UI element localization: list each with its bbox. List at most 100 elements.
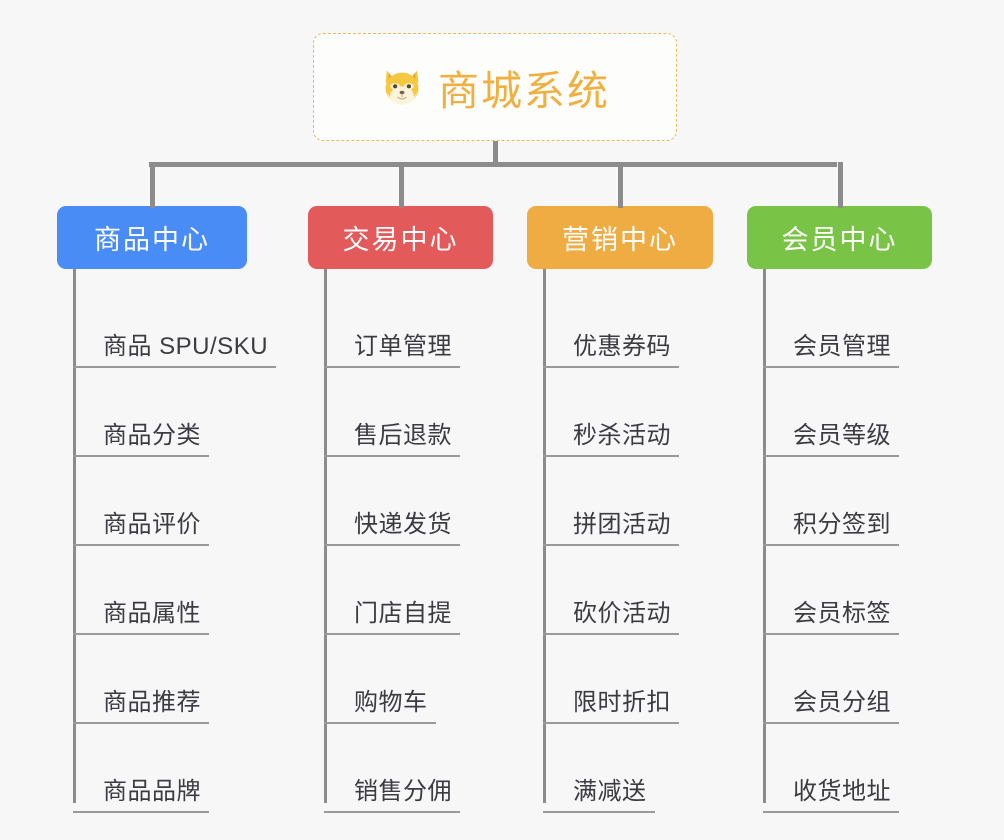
leaf-item[interactable]: 购物车 bbox=[308, 635, 493, 724]
leaf-underline: 商品属性 bbox=[73, 593, 209, 635]
leaf-item[interactable]: 快递发货 bbox=[308, 457, 493, 546]
leaf-list-2: 订单管理售后退款快递发货门店自提购物车销售分佣 bbox=[308, 269, 493, 813]
leaf-underline: 积分签到 bbox=[763, 504, 899, 546]
leaf-item[interactable]: 售后退款 bbox=[308, 368, 493, 457]
connector-drop-1 bbox=[150, 162, 155, 208]
leaf-item[interactable]: 商品属性 bbox=[57, 546, 247, 635]
root-node[interactable]: 商城系统 bbox=[313, 33, 677, 141]
leaf-item[interactable]: 商品评价 bbox=[57, 457, 247, 546]
connector-horizontal-bus bbox=[149, 162, 837, 167]
leaf-item[interactable]: 商品推荐 bbox=[57, 635, 247, 724]
leaf-item[interactable]: 砍价活动 bbox=[527, 546, 713, 635]
leaf-underline: 售后退款 bbox=[324, 415, 460, 457]
connector-root-stem bbox=[493, 141, 498, 165]
leaf-item-label: 积分签到 bbox=[793, 511, 891, 538]
leaf-underline: 秒杀活动 bbox=[543, 415, 679, 457]
leaf-item[interactable]: 满减送 bbox=[527, 724, 713, 813]
leaf-list-4: 会员管理会员等级积分签到会员标签会员分组收货地址 bbox=[747, 269, 932, 813]
leaf-underline: 门店自提 bbox=[324, 593, 460, 635]
connector-drop-4 bbox=[838, 162, 843, 208]
branch-header-3[interactable]: 营销中心 bbox=[527, 206, 713, 269]
leaf-item-label: 砍价活动 bbox=[573, 600, 671, 627]
leaf-underline: 商品推荐 bbox=[73, 682, 209, 724]
leaf-item[interactable]: 商品分类 bbox=[57, 368, 247, 457]
leaf-item-label: 购物车 bbox=[354, 689, 428, 716]
leaf-item-label: 收货地址 bbox=[793, 778, 891, 805]
leaf-item-label: 商品推荐 bbox=[103, 689, 201, 716]
leaf-underline: 砍价活动 bbox=[543, 593, 679, 635]
leaf-underline: 商品评价 bbox=[73, 504, 209, 546]
leaf-item-label: 商品评价 bbox=[103, 511, 201, 538]
leaf-underline: 限时折扣 bbox=[543, 682, 679, 724]
leaf-underline: 满减送 bbox=[543, 771, 655, 813]
shiba-dog-face-icon bbox=[380, 65, 424, 109]
leaf-item[interactable]: 积分签到 bbox=[747, 457, 932, 546]
leaf-item-label: 秒杀活动 bbox=[573, 422, 671, 449]
leaf-item[interactable]: 商品 SPU/SKU bbox=[57, 279, 277, 368]
leaf-item-label: 商品属性 bbox=[103, 600, 201, 627]
leaf-item-label: 优惠券码 bbox=[573, 333, 671, 360]
leaf-underline: 商品品牌 bbox=[73, 771, 209, 813]
branch-header-2[interactable]: 交易中心 bbox=[308, 206, 493, 269]
leaf-underline: 会员管理 bbox=[763, 326, 899, 368]
leaf-item[interactable]: 秒杀活动 bbox=[527, 368, 713, 457]
leaf-item[interactable]: 会员分组 bbox=[747, 635, 932, 724]
leaf-underline: 收货地址 bbox=[763, 771, 899, 813]
connector-drop-2 bbox=[399, 162, 404, 208]
branch-4: 会员中心会员管理会员等级积分签到会员标签会员分组收货地址 bbox=[747, 206, 932, 813]
leaf-list-3: 优惠券码秒杀活动拼团活动砍价活动限时折扣满减送 bbox=[527, 269, 713, 813]
leaf-item[interactable]: 销售分佣 bbox=[308, 724, 493, 813]
leaf-item-label: 会员分组 bbox=[793, 689, 891, 716]
leaf-underline: 快递发货 bbox=[324, 504, 460, 546]
leaf-underline: 商品分类 bbox=[73, 415, 209, 457]
leaf-item[interactable]: 拼团活动 bbox=[527, 457, 713, 546]
leaf-item-label: 销售分佣 bbox=[354, 778, 452, 805]
leaf-item[interactable]: 会员标签 bbox=[747, 546, 932, 635]
leaf-spine-1 bbox=[73, 269, 76, 803]
branch-2: 交易中心订单管理售后退款快递发货门店自提购物车销售分佣 bbox=[308, 206, 493, 813]
leaf-item-label: 门店自提 bbox=[354, 600, 452, 627]
leaf-item-label: 售后退款 bbox=[354, 422, 452, 449]
leaf-item[interactable]: 会员管理 bbox=[747, 279, 932, 368]
connector-drop-3 bbox=[618, 162, 623, 208]
leaf-item-label: 会员管理 bbox=[793, 333, 891, 360]
leaf-spine-4 bbox=[763, 269, 766, 803]
root-title: 商城系统 bbox=[438, 68, 610, 114]
leaf-underline: 会员标签 bbox=[763, 593, 899, 635]
branch-header-1[interactable]: 商品中心 bbox=[57, 206, 247, 269]
leaf-underline: 拼团活动 bbox=[543, 504, 679, 546]
leaf-item[interactable]: 会员等级 bbox=[747, 368, 932, 457]
branch-3: 营销中心优惠券码秒杀活动拼团活动砍价活动限时折扣满减送 bbox=[527, 206, 713, 813]
leaf-underline: 订单管理 bbox=[324, 326, 460, 368]
leaf-item[interactable]: 商品品牌 bbox=[57, 724, 247, 813]
leaf-item[interactable]: 门店自提 bbox=[308, 546, 493, 635]
leaf-list-1: 商品 SPU/SKU 商品分类商品评价商品属性商品推荐商品品牌 bbox=[57, 269, 277, 813]
leaf-item-label: 拼团活动 bbox=[573, 511, 671, 538]
branch-header-label: 营销中心 bbox=[562, 225, 678, 255]
branch-header-4[interactable]: 会员中心 bbox=[747, 206, 932, 269]
leaf-item[interactable]: 收货地址 bbox=[747, 724, 932, 813]
leaf-item-label: 订单管理 bbox=[354, 333, 452, 360]
leaf-underline: 商品 SPU/SKU bbox=[73, 326, 277, 368]
leaf-item[interactable]: 限时折扣 bbox=[527, 635, 713, 724]
branch-header-label: 会员中心 bbox=[781, 225, 898, 255]
leaf-underline: 会员等级 bbox=[763, 415, 899, 457]
leaf-item[interactable]: 优惠券码 bbox=[527, 279, 713, 368]
leaf-item-label: 限时折扣 bbox=[573, 689, 671, 716]
leaf-spine-2 bbox=[324, 269, 327, 803]
branch-header-label: 交易中心 bbox=[342, 225, 459, 255]
leaf-item-label: 会员标签 bbox=[793, 600, 891, 627]
leaf-item-label: 商品分类 bbox=[103, 422, 201, 449]
leaf-item-label: 商品 SPU/SKU bbox=[103, 333, 269, 360]
leaf-item[interactable]: 订单管理 bbox=[308, 279, 493, 368]
branch-header-label: 商品中心 bbox=[94, 225, 210, 255]
leaf-spine-3 bbox=[543, 269, 546, 803]
leaf-underline: 购物车 bbox=[324, 682, 436, 724]
leaf-item-label: 快递发货 bbox=[354, 511, 452, 538]
leaf-underline: 会员分组 bbox=[763, 682, 899, 724]
leaf-underline: 优惠券码 bbox=[543, 326, 679, 368]
leaf-underline: 销售分佣 bbox=[324, 771, 460, 813]
leaf-item-label: 满减送 bbox=[573, 778, 647, 805]
leaf-item-label: 会员等级 bbox=[793, 422, 891, 449]
